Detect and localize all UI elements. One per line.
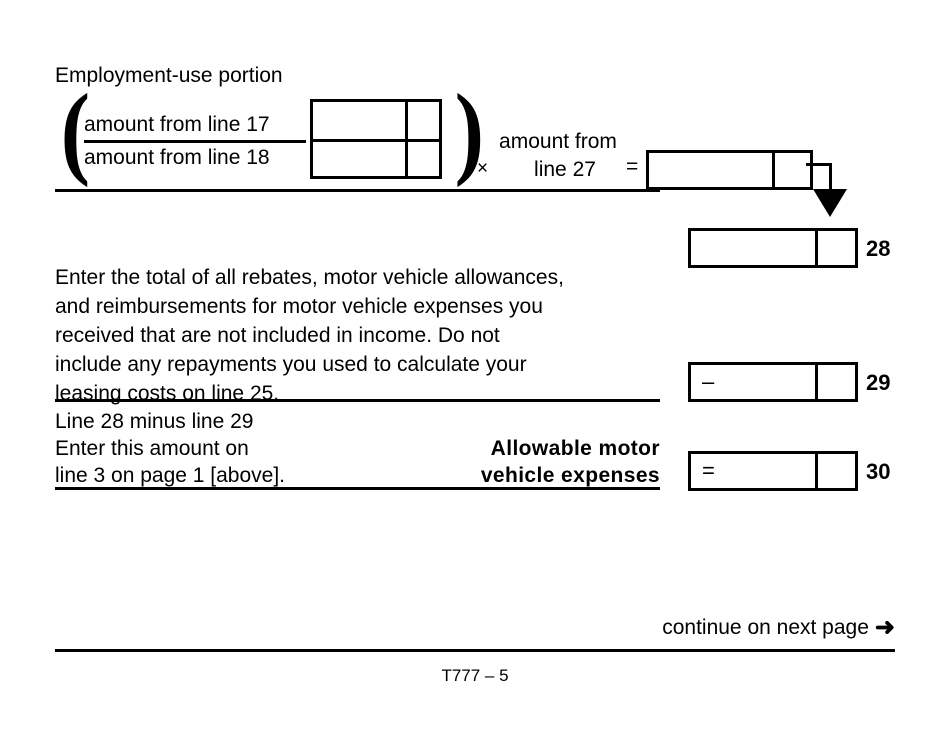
amount-box-line-29[interactable]: – <box>688 362 858 402</box>
section-heading: Employment-use portion <box>55 64 283 87</box>
ratio-grid-horizontal-divider <box>313 139 439 142</box>
line-number-30: 30 <box>866 459 891 484</box>
open-paren-symbol: ( <box>60 73 91 188</box>
amount-box-employment-use-portion[interactable] <box>646 150 813 190</box>
line-27-operand-label: amount from line 27 <box>496 128 620 184</box>
paragraph-line: include any repayments you used to calcu… <box>55 353 527 376</box>
fraction-denominator-label: amount from line 18 <box>84 146 270 169</box>
equals-symbol: = <box>626 155 639 178</box>
ratio-cell-denominator-dollars[interactable] <box>317 145 403 176</box>
fraction-numerator-label: amount from line 17 <box>84 113 270 136</box>
line-number-29: 29 <box>866 370 891 395</box>
amount-box-cents-divider <box>815 365 818 399</box>
formula-section-rule <box>55 189 660 192</box>
continue-next-page-text: continue on next page <box>662 616 869 639</box>
paragraph-line: and reimbursements for motor vehicle exp… <box>55 295 543 318</box>
footer-rule <box>55 649 895 652</box>
line-29-instruction-text: Enter the total of all rebates, motor ve… <box>55 263 670 408</box>
ratio-cell-numerator-dollars[interactable] <box>317 106 403 137</box>
amount-box-line-28[interactable] <box>688 228 858 268</box>
page-identifier: T777 – 5 <box>441 666 509 685</box>
minus-operator-symbol: – <box>702 369 715 394</box>
down-arrow-connector-icon <box>806 163 866 217</box>
right-arrow-icon: ➜ <box>874 614 895 641</box>
allowable-expenses-label-line2: vehicle expenses <box>480 464 660 487</box>
amount-box-cents-divider <box>815 454 818 488</box>
ratio-entry-grid[interactable] <box>310 99 442 179</box>
close-paren-symbol: ) <box>454 73 485 188</box>
connector-horizontal-segment <box>806 163 832 166</box>
equals-operator-symbol: = <box>702 458 715 483</box>
multiply-symbol: × <box>477 158 489 179</box>
instruction-line: line 3 on page 1 [above]. <box>55 464 286 487</box>
line-30-instruction-text: Line 28 minus line 29 Enter this amount … <box>55 408 285 489</box>
continue-next-page-note: continue on next page ➜ <box>662 616 895 640</box>
ratio-fraction: amount from line 17 amount from line 18 <box>84 110 306 173</box>
fraction-rule <box>84 140 306 143</box>
paragraph-line: Enter the total of all rebates, motor ve… <box>55 266 564 289</box>
line-30-section-rule <box>55 487 660 490</box>
allowable-expenses-label-line1: Allowable motor <box>490 437 660 460</box>
paragraph-line: leasing costs on line 25. <box>55 382 280 405</box>
line-number-28: 28 <box>866 236 891 261</box>
amount-box-cents-divider <box>815 231 818 265</box>
ratio-cell-numerator-cents[interactable] <box>410 106 440 137</box>
connector-arrowhead <box>813 189 847 217</box>
paragraph-line: received that are not included in income… <box>55 324 500 347</box>
allowable-expenses-label: Allowable motor vehicle expenses <box>456 435 660 489</box>
line-27-operand-label-line1: amount from <box>499 130 617 153</box>
ratio-cell-denominator-cents[interactable] <box>410 145 440 176</box>
instruction-line: Line 28 minus line 29 <box>55 410 254 433</box>
instruction-line: Enter this amount on <box>55 437 249 460</box>
amount-box-cents-divider <box>772 153 775 187</box>
paragraph-section-rule <box>55 399 660 402</box>
line-27-operand-label-line2: line 27 <box>534 158 596 181</box>
connector-vertical-segment <box>829 163 832 191</box>
amount-box-line-30[interactable]: = <box>688 451 858 491</box>
